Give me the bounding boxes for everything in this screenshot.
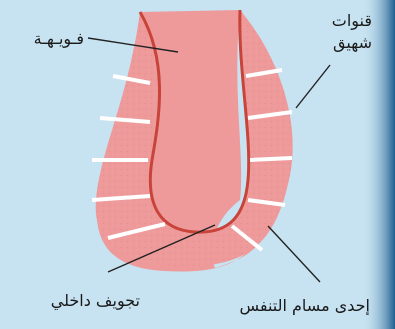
canal: [250, 158, 292, 160]
label-internal-cavity: تجويف داخلي: [51, 291, 140, 311]
label-inhalant-canals-line2: شهيق: [333, 33, 372, 53]
label-pore: إحدى مسام التنفس: [239, 296, 370, 316]
label-inhalant-canals-line1: قنوات: [332, 11, 372, 31]
label-osculum: فـويـهـة: [34, 29, 84, 49]
